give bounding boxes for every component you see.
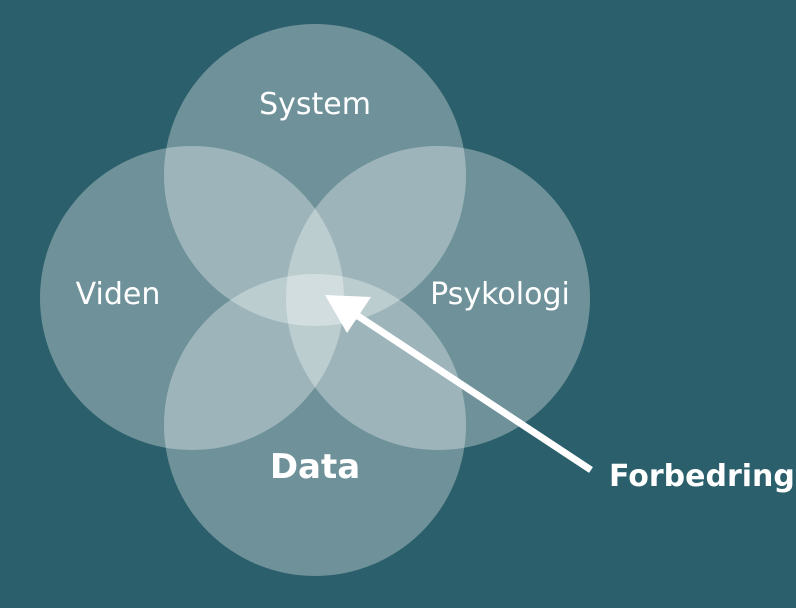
- label-system: System: [259, 87, 371, 122]
- arrow-forbedring: [325, 295, 593, 473]
- circle-viden: [40, 146, 344, 450]
- label-psykologi: Psykologi: [430, 277, 570, 312]
- circle-system: [164, 24, 466, 326]
- circle-psykologi: [286, 146, 590, 450]
- label-forbedring: Forbedring: [609, 459, 795, 494]
- circle-data: [164, 274, 466, 576]
- label-data: Data: [270, 447, 360, 487]
- label-viden: Viden: [76, 277, 161, 312]
